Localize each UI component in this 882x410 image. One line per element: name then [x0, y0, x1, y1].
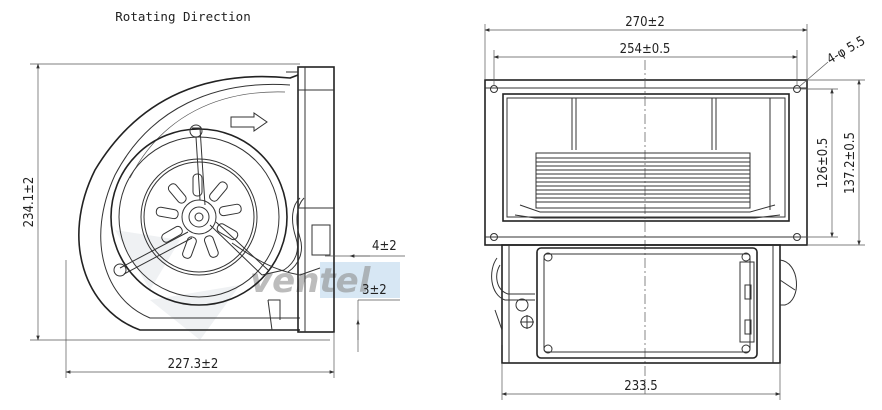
- dim-width-270: 270±2: [484, 15, 808, 80]
- height-137-label: 137.2±0.5: [843, 132, 858, 194]
- height-126-label: 126±0.5: [816, 138, 831, 189]
- impeller-wheel: [514, 152, 781, 219]
- motor-box: [536, 247, 758, 359]
- dim-height-137: 137.2±0.5: [807, 79, 865, 246]
- front-view: 270±2 254±0.5 4-φ 5.5 126±0.5 137.2±0.5: [484, 15, 869, 400]
- motor-hub: [181, 199, 217, 235]
- offset-4-label: 4±2: [372, 239, 397, 254]
- dim-height-234: 234.1±2: [22, 63, 330, 341]
- dim-width-254: 254±0.5: [493, 42, 798, 86]
- dim-offset-3: 3±2: [356, 283, 400, 352]
- dim-width-227: 227.3±2: [65, 260, 335, 378]
- rotating-direction-caption: Rotating Direction: [115, 9, 250, 24]
- impeller-slots: [155, 173, 242, 259]
- lower-housing: [501, 244, 781, 364]
- dim-offset-4: 4±2: [325, 239, 405, 258]
- watermark-text: ventel: [250, 261, 372, 301]
- width-227-label: 227.3±2: [168, 357, 219, 372]
- rotation-direction-arrow: [230, 112, 268, 132]
- height-234-label: 234.1±2: [22, 177, 37, 228]
- impeller-outer-ring: [110, 128, 288, 306]
- width-254-label: 254±0.5: [620, 42, 671, 57]
- scroll-housing-outline: [78, 74, 300, 331]
- side-view: ventel: [22, 63, 405, 378]
- dim-width-233: 233.5: [501, 363, 781, 400]
- holes-label: 4-φ 5.5: [825, 34, 869, 68]
- offset-3-label: 3±2: [362, 283, 387, 298]
- width-270-label: 270±2: [625, 15, 665, 30]
- holes-callout: 4-φ 5.5: [799, 34, 869, 87]
- width-233-label: 233.5: [624, 379, 657, 394]
- outlet-opening: [502, 93, 790, 222]
- dim-height-126: 126±0.5: [800, 88, 838, 238]
